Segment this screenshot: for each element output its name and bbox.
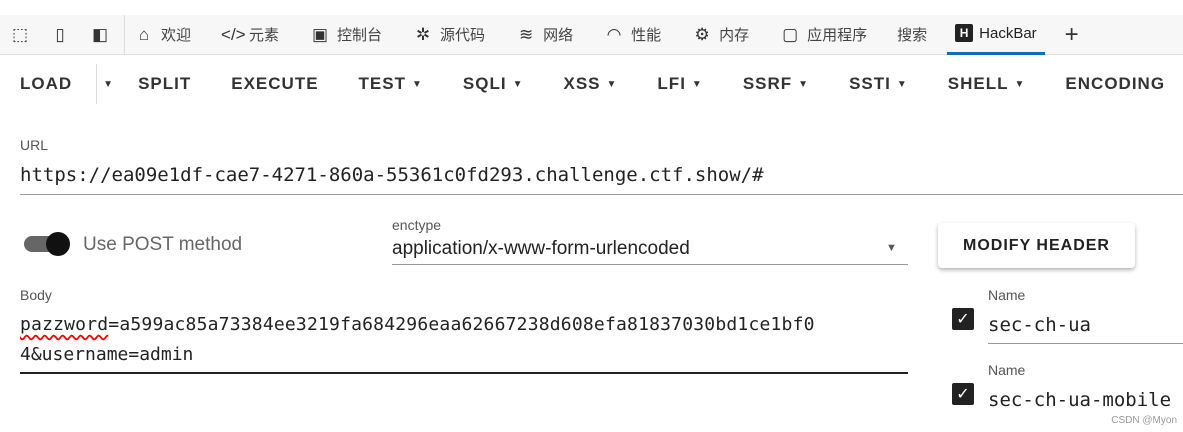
tab-label: 欢迎	[161, 27, 192, 44]
dropdown-arrow-icon[interactable]: ▼	[886, 242, 897, 254]
tab-label: 源代码	[440, 27, 486, 44]
tab-application[interactable]: ▢ 应用程序	[779, 24, 867, 45]
ssti-menu[interactable]: SSTI ▼	[829, 74, 928, 94]
tab-label: 内存	[719, 27, 750, 44]
devtools-toolbar: ⬚ ▯ ◧ ⌂ 欢迎 </>元素 ▣ 控制台 ✲ 源代码 ≋ 网络 ◠ 性能 ⚙ 内存 ▢ 应…	[0, 14, 1183, 55]
label: EXECUTE	[231, 74, 319, 93]
tab-label: 应用程序	[807, 27, 868, 44]
modify-header-button[interactable]: MODIFY HEADER	[938, 223, 1135, 268]
hackbar-menu: LOAD ▼ SPLIT EXECUTE TEST ▼ SQLI ▼ XSS ▼ LF…	[0, 62, 1183, 106]
xss-menu[interactable]: XSS ▼	[543, 74, 637, 94]
enctype-label: enctype	[392, 217, 442, 233]
device-emulation-icon[interactable]: ▯	[55, 24, 65, 44]
divider	[96, 64, 98, 104]
divider	[124, 14, 125, 55]
lfi-menu[interactable]: LFI ▼	[637, 74, 722, 94]
tab-performance[interactable]: ◠ 性能	[603, 24, 661, 45]
tab-label: 网络	[543, 27, 574, 44]
caret-down-icon: ▼	[1014, 78, 1026, 90]
header-checkbox[interactable]: ✓	[952, 308, 974, 330]
post-label: Use POST method	[83, 234, 243, 255]
test-menu[interactable]: TEST ▼	[339, 74, 443, 94]
sqli-menu[interactable]: SQLI ▼	[443, 74, 544, 94]
label: SSRF	[742, 74, 793, 93]
tab-elements[interactable]: </>元素	[221, 24, 279, 45]
caret-down-icon: ▼	[896, 78, 908, 90]
label: SQLI	[462, 74, 507, 93]
label: SSTI	[849, 74, 891, 93]
body-textarea[interactable]: pazzword=a599ac85a73384ee3219fa684296eaa…	[20, 314, 815, 335]
dock-icon[interactable]: ◧	[91, 24, 109, 44]
label: SPLIT	[138, 74, 192, 93]
execute-button[interactable]: EXECUTE	[211, 74, 338, 94]
load-button[interactable]: LOAD	[0, 74, 96, 94]
enctype-select[interactable]: application/x-www-form-urlencoded	[392, 238, 690, 259]
bug-icon: ✲	[415, 24, 431, 44]
body-line2: 4&username=admin	[20, 344, 194, 365]
caret-down-icon: ▼	[691, 78, 703, 90]
body-underline	[20, 372, 908, 374]
tab-label: 性能	[631, 27, 662, 44]
tab-network[interactable]: ≋ 网络	[515, 24, 573, 45]
caret-down-icon: ▼	[412, 78, 423, 90]
watermark: CSDN @Myon⁠	[1111, 415, 1177, 426]
tab-memory[interactable]: ⚙ 内存	[691, 24, 749, 45]
code-icon: </>	[221, 24, 246, 44]
post-toggle[interactable]	[46, 232, 70, 256]
tab-welcome[interactable]: ⌂ 欢迎	[133, 24, 191, 45]
label: TEST	[358, 74, 406, 93]
header-name-label: Name	[988, 362, 1026, 378]
encoding-menu[interactable]: ENCODING	[1045, 74, 1183, 94]
url-underline	[20, 194, 1183, 195]
enctype-underline	[392, 264, 908, 265]
caret-down-icon: ▼	[103, 78, 115, 90]
hackbar-icon: H	[955, 24, 974, 42]
url-label: URL	[20, 137, 49, 153]
tab-search[interactable]: 搜索	[897, 24, 927, 45]
wifi-icon: ≋	[518, 24, 534, 44]
tab-hackbar[interactable]: H HackBar	[947, 15, 1045, 55]
caret-down-icon: ▼	[512, 78, 524, 90]
caret-down-icon: ▼	[606, 78, 618, 90]
body-key: pazzword	[20, 314, 109, 335]
load-dropdown[interactable]: ▼	[97, 79, 118, 90]
home-icon: ⌂	[138, 24, 150, 44]
url-input[interactable]: https://ea09e1df-cae7-4271-860a-55361c0f…	[20, 164, 764, 186]
header-underline	[988, 343, 1183, 344]
label: SHELL	[947, 74, 1009, 93]
tab-console[interactable]: ▣ 控制台	[309, 24, 382, 45]
body-label: Body	[20, 287, 52, 303]
app-icon: ▢	[782, 24, 799, 44]
label: LOAD	[20, 74, 73, 93]
console-icon: ▣	[312, 24, 329, 44]
inspect-icon[interactable]: ⬚	[11, 24, 29, 44]
add-tab-icon[interactable]: +	[1064, 20, 1079, 48]
header-checkbox[interactable]: ✓	[952, 383, 974, 405]
tab-label: HackBar	[979, 24, 1037, 42]
body-line1: =a599ac85a73384ee3219fa684296eaa62667238…	[108, 314, 815, 335]
header-name-input[interactable]: sec-ch-ua	[988, 314, 1091, 336]
tab-sources[interactable]: ✲ 源代码	[412, 24, 485, 45]
split-button[interactable]: SPLIT	[118, 74, 211, 94]
chip-icon: ⚙	[694, 24, 710, 44]
label: LFI	[657, 74, 686, 93]
header-name-input[interactable]: sec-ch-ua-mobile	[988, 389, 1172, 411]
label: ENCODING	[1065, 74, 1166, 93]
header-name-label: Name	[988, 287, 1026, 303]
caret-down-icon: ▼	[798, 78, 810, 90]
ssrf-menu[interactable]: SSRF ▼	[723, 74, 829, 94]
label: XSS	[563, 74, 601, 93]
tab-label: 控制台	[337, 27, 383, 44]
tab-label: 搜索	[897, 27, 928, 44]
gauge-icon: ◠	[606, 24, 622, 44]
tab-label: 元素	[249, 27, 280, 44]
shell-menu[interactable]: SHELL ▼	[928, 74, 1046, 94]
